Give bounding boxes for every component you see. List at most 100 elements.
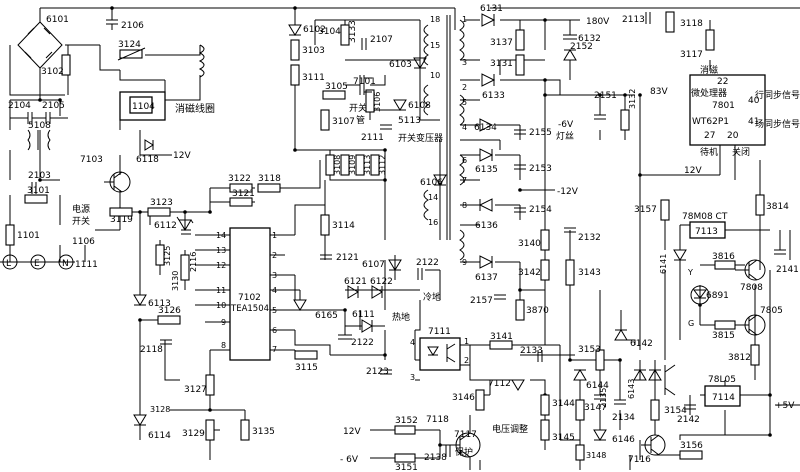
label-2133: 2133: [520, 346, 543, 356]
label-2132: 2132: [578, 233, 601, 243]
xfmr-pin-7: 7: [462, 176, 467, 185]
resistor-3122: [229, 183, 253, 193]
resistor-3816: [714, 260, 736, 270]
micro-title: 微处理器: [691, 87, 727, 99]
opto-pin-4: 4: [410, 338, 415, 347]
v12b-label: 12V: [684, 166, 702, 176]
label-3157: 3157: [634, 205, 657, 215]
resistor-3156: [679, 450, 703, 460]
v83-label: 83V: [650, 87, 668, 97]
mains-n: N: [62, 259, 69, 269]
label-3133: 3133: [348, 20, 358, 43]
label-6131: 6131: [480, 4, 503, 14]
label-6112: 6112: [154, 221, 177, 231]
label-2153: 2153: [529, 164, 552, 174]
label-3154: 3154: [664, 406, 687, 416]
xfmr-pin-4: 4: [462, 123, 467, 132]
label-3816: 3816: [712, 252, 735, 262]
junction-dots: [38, 6, 772, 447]
diodes: 6102 6103 6108 6106 6107 6121 6122 6111 …: [133, 4, 729, 445]
xfmr-pin-18: 18: [430, 15, 440, 24]
micro-pin40: 40: [748, 96, 760, 106]
label-3142: 3142: [518, 268, 541, 278]
reg2-name: 78L05: [708, 375, 736, 385]
tea-pin-8: 8: [221, 341, 226, 350]
resistor-3106: [365, 89, 375, 113]
label-3104: 3104: [318, 27, 341, 37]
resistor-3114: [320, 214, 330, 236]
resistor-3101: [24, 194, 48, 204]
resistor-3145: [540, 419, 550, 441]
label-3814: 3814: [766, 202, 789, 212]
label-6114: 6114: [148, 431, 171, 441]
label-3122: 3122: [228, 174, 251, 184]
resistor-3119: [109, 207, 133, 217]
resistor-3130: [180, 254, 190, 281]
chip-7113: [689, 221, 726, 239]
label-6142: 6142: [630, 339, 653, 349]
label-6121: 6121: [344, 277, 367, 287]
led-y: Y: [687, 268, 693, 277]
voltage-adjust-label: 电压调整: [492, 423, 528, 435]
label-3144: 3144: [552, 399, 575, 409]
label-2116: 2116: [189, 252, 198, 272]
label-2152: 2152: [570, 42, 593, 52]
vsync-label: 场同步信号: [755, 118, 800, 130]
resistor-3117: [705, 29, 715, 51]
label-7118: 7118: [426, 415, 449, 425]
label-6141: 6141: [659, 254, 668, 274]
label-7117: 7117: [454, 430, 477, 440]
reg2-id: 7114: [712, 393, 735, 403]
resistor-3109: [340, 154, 350, 176]
resistor-3129: [205, 419, 215, 441]
xfmr-pin-2: 2: [462, 83, 467, 92]
label-3130: 3130: [171, 271, 180, 291]
label-3123: 3123: [150, 198, 173, 208]
label-3101: 3101: [27, 186, 50, 196]
label-2107: 2107: [370, 35, 393, 45]
resistor-3133: [340, 24, 350, 46]
label-1106: 1106: [72, 237, 95, 247]
tea-pin-14: 14: [216, 231, 226, 240]
label-2121: 2121: [336, 253, 359, 263]
label-6143: 6143: [627, 379, 636, 399]
label-2134: 2134: [612, 413, 635, 423]
label-2106: 2106: [121, 21, 144, 31]
tea-pin-4: 4: [272, 286, 277, 295]
resistor-3108: [325, 154, 335, 176]
label-3106: 3106: [373, 92, 382, 112]
label-7805: 7805: [760, 306, 783, 316]
resistor-3142: [540, 259, 550, 281]
label-3127: 3127: [184, 385, 207, 395]
bridge-rectifier-6101: 6101: [17, 15, 69, 69]
xfmr-pin-10: 10: [430, 71, 440, 80]
label-6135: 6135: [475, 165, 498, 175]
label-3128: 3128: [150, 405, 170, 414]
resistor-3157: [660, 199, 670, 221]
degauss-label: 消磁: [700, 64, 718, 76]
resistor-3140: [540, 229, 550, 251]
hot-ground-label: 热地: [392, 311, 410, 323]
label-6107: 6107: [362, 260, 385, 270]
label-6122: 6122: [370, 277, 393, 287]
chip-7114: [704, 385, 741, 407]
heater-line1: -6V: [558, 120, 574, 130]
micro-code2: WT62P1: [692, 117, 729, 127]
heater-line2: 灯丝: [556, 130, 574, 142]
label-3105: 3105: [325, 82, 348, 92]
tea-pin-3: 3: [272, 271, 277, 280]
label-1101: 1101: [17, 231, 40, 241]
resistor-3135: [240, 419, 250, 441]
shutdown-label: 关闭: [732, 146, 750, 158]
label-6136: 6136: [475, 221, 498, 231]
power-switch-line1: 电源: [72, 203, 90, 215]
label-7116: 7116: [628, 455, 651, 465]
resistor-3154: [650, 399, 660, 421]
label-6134: 6134: [474, 123, 497, 133]
degauss-coil-label: 消磁线圈: [175, 102, 215, 115]
label-2113: 2113: [622, 15, 645, 25]
label-5108: 5108: [28, 121, 51, 131]
label-2122b: 2122: [351, 338, 374, 348]
resistor-3107: [320, 109, 330, 131]
label-2118: 2118: [140, 345, 163, 355]
